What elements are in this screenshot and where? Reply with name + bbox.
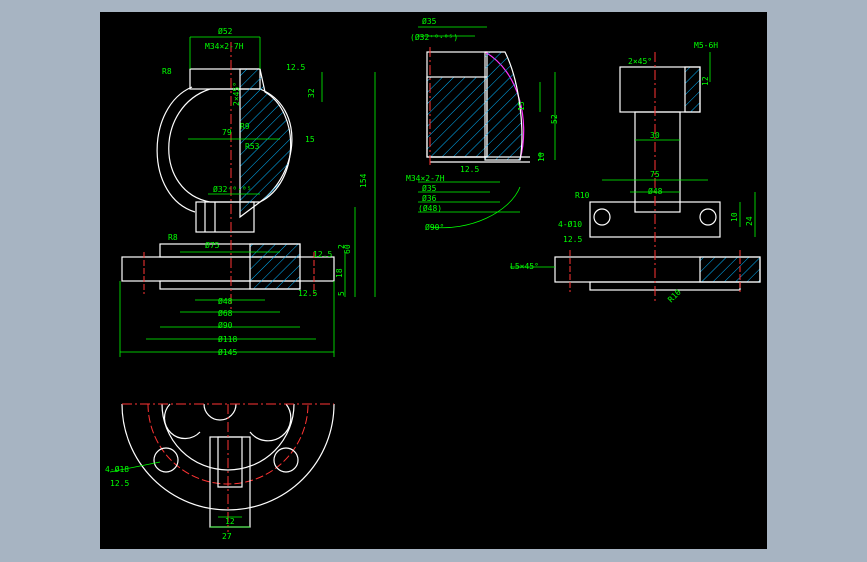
dim-15: 15 xyxy=(305,135,315,144)
dim-154: 154 xyxy=(359,173,368,188)
bottom-dimensions xyxy=(109,461,250,528)
side-r10: R10 xyxy=(575,191,590,200)
side-ear-hole-left xyxy=(593,208,611,226)
section-52: 52 xyxy=(550,114,559,124)
dim-2: 2 xyxy=(337,244,346,249)
front-view xyxy=(121,42,335,312)
bottom-view xyxy=(121,403,335,532)
section-thread: M34×2-7H xyxy=(406,174,445,183)
dim-18: 18 xyxy=(335,268,344,278)
side-ra: 12.5 xyxy=(563,235,582,244)
bottom-outer-arc xyxy=(121,403,335,511)
bulb-outer-arc xyxy=(156,86,196,213)
neck xyxy=(195,201,255,233)
dim-32: 32 xyxy=(307,88,316,98)
side-75: 75 xyxy=(650,170,660,179)
side-dimensions xyxy=(510,52,756,268)
side-holes: 4-Ø10 xyxy=(558,219,582,229)
ra-base: 12.5 xyxy=(313,250,332,259)
dim-d48: Ø48 xyxy=(218,296,233,306)
side-ear-hole-right xyxy=(699,208,717,226)
section-hatch xyxy=(426,76,488,158)
side-chamfer: 2×45° xyxy=(628,57,652,66)
front-view-labels: Ø52 M34×2-7H R8 R9 79 R53 15 Ø32⁺⁰·⁰⁵ R8… xyxy=(162,26,368,357)
dim-r8-top: R8 xyxy=(162,67,172,76)
ra-top: 12.5 xyxy=(286,63,305,72)
section-view xyxy=(426,47,530,167)
side-12: 12 xyxy=(701,76,710,86)
bottom-labels: 4-Ø18 12.5 12 27 xyxy=(105,464,235,541)
section-10: 10 xyxy=(537,152,546,162)
dim-79: 79 xyxy=(222,128,232,137)
section-15: 15 xyxy=(517,101,526,111)
dim-chamfer: 2×45° xyxy=(232,82,241,106)
side-view xyxy=(554,52,761,302)
ra-side: 12.5 xyxy=(298,289,317,298)
section-hatch-upper xyxy=(239,68,292,219)
bottom-12: 12 xyxy=(225,517,235,526)
section-d35: Ø35 xyxy=(422,16,437,26)
section-d48: (Ø48) xyxy=(418,203,442,213)
cad-drawing: Ø52 M34×2-7H R8 R9 79 R53 15 Ø32⁺⁰·⁰⁵ R8… xyxy=(105,16,761,541)
dim-thread: M34×2-7H xyxy=(205,42,244,51)
dim-60: 60 xyxy=(343,244,352,254)
side-m5: M5-6H xyxy=(694,41,718,50)
dim-d145: Ø145 xyxy=(218,347,237,357)
side-10: 10 xyxy=(730,212,739,222)
section-d35b: Ø35 xyxy=(422,183,437,193)
dim-r8-low: R8 xyxy=(168,233,178,242)
section-d36: Ø36 xyxy=(422,193,437,203)
dim-r9: R9 xyxy=(240,122,250,131)
base-flange xyxy=(121,256,335,282)
dim-d32: Ø32⁺⁰·⁰⁵ xyxy=(213,184,252,194)
front-view-dimensions xyxy=(119,36,376,357)
bottom-27: 27 xyxy=(222,532,232,541)
dim-d52: Ø52 xyxy=(218,26,233,36)
side-24: 24 xyxy=(745,216,754,226)
bottom-holes: 4-Ø18 xyxy=(105,464,129,474)
section-labels: Ø35 (Ø32⁺⁰·⁰⁵) 15 52 10 M34×2-7H Ø35 Ø36… xyxy=(406,16,559,232)
dim-5: 5 xyxy=(337,291,346,296)
bottom-hole-right xyxy=(273,447,299,473)
dim-d75: Ø75 xyxy=(205,240,220,250)
dim-r53: R53 xyxy=(245,142,260,151)
dim-d90: Ø90 xyxy=(218,320,233,330)
drawing-canvas[interactable]: Ø52 M34×2-7H R8 R9 79 R53 15 Ø32⁺⁰·⁰⁵ R8… xyxy=(100,12,767,549)
bottom-inner-arc xyxy=(161,403,295,471)
side-chamfer-base: L5×45° xyxy=(510,262,539,271)
side-d48: Ø48 xyxy=(648,186,663,196)
section-ra: 12.5 xyxy=(460,165,479,174)
section-d32: (Ø32⁺⁰·⁰⁵) xyxy=(410,32,458,42)
section-dimensions xyxy=(418,26,556,229)
bottom-hole-left xyxy=(153,447,179,473)
dim-d118: Ø118 xyxy=(218,334,237,344)
bottom-stem xyxy=(209,436,251,528)
section-hatch-lower xyxy=(249,243,301,290)
bottom-ra: 12.5 xyxy=(110,479,129,488)
side-stem xyxy=(634,111,681,213)
section-angle: Ø90° xyxy=(425,222,444,232)
side-flange-bottom xyxy=(589,281,741,291)
dim-d68: Ø68 xyxy=(218,308,233,318)
side-30: 30 xyxy=(650,131,660,140)
